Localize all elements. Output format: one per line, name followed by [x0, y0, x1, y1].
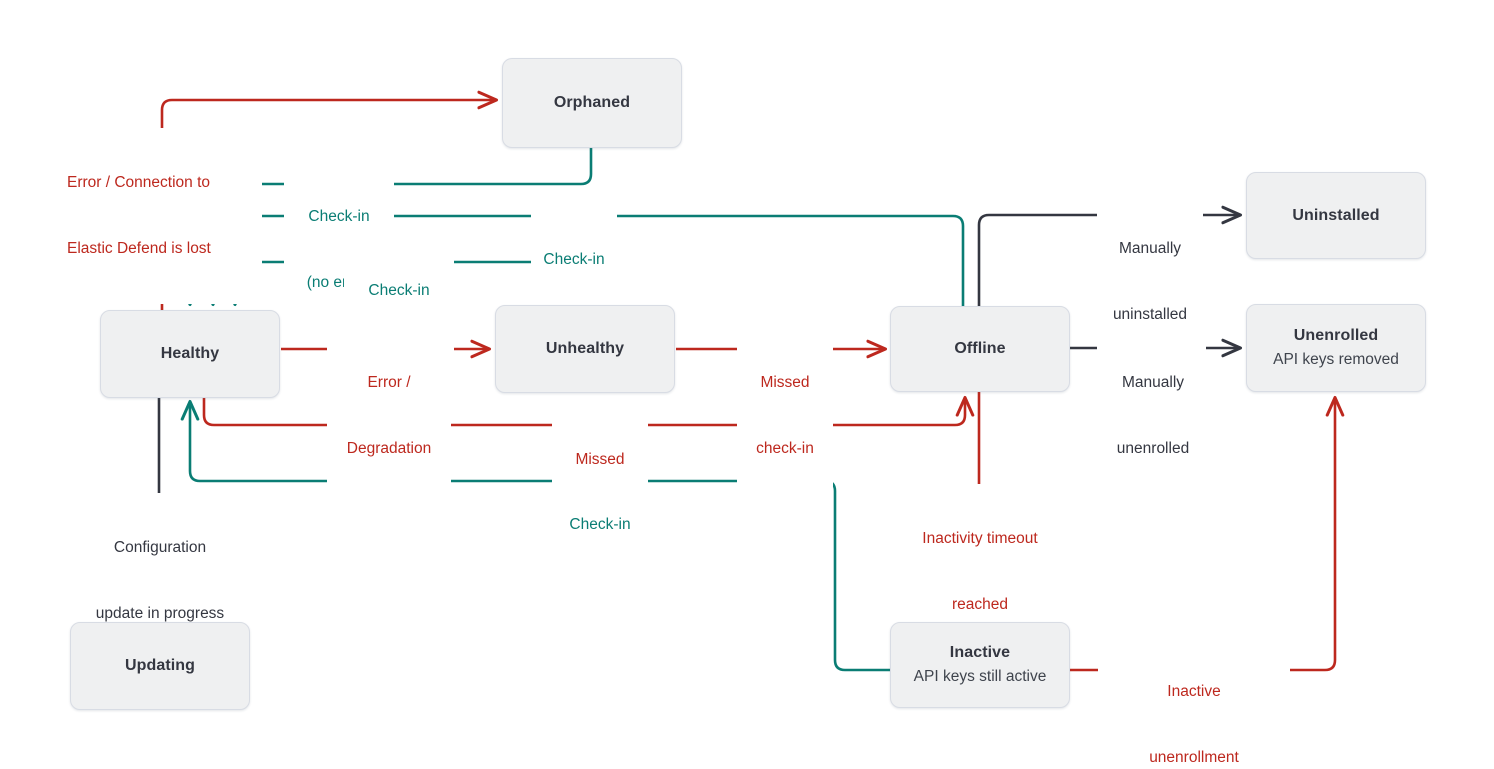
state-node-unhealthy[interactable]: Unhealthy	[495, 305, 675, 393]
edge-label-line: Inactivity timeout	[922, 530, 1038, 547]
state-node-unenrolled[interactable]: Unenrolled API keys removed	[1246, 304, 1426, 392]
state-node-healthy[interactable]: Healthy	[100, 310, 280, 398]
edge-label-line: Configuration	[113, 539, 207, 556]
edge-healthy-to-orphaned	[160, 90, 499, 310]
edge-label-healthy-to-orphaned: Error / Connection to Elastic Defend is …	[62, 128, 262, 304]
state-node-offline[interactable]: Offline	[890, 306, 1070, 392]
edge-label-line: Check-in	[569, 516, 631, 533]
edge-inactive-to-unenrolled	[1070, 395, 1345, 672]
state-node-title: Updating	[124, 657, 196, 674]
edge-label-offline-to-unenrolled: Manually unenrolled	[1100, 328, 1206, 504]
state-node-updating[interactable]: Updating	[70, 622, 250, 710]
state-node-inactive[interactable]: Inactive API keys still active	[890, 622, 1070, 708]
state-node-title: Offline	[954, 340, 1006, 357]
edge-label-line: Elastic Defend is lost	[67, 240, 211, 257]
state-node-title: Unenrolled	[1293, 326, 1379, 344]
state-node-orphaned[interactable]: Orphaned	[502, 58, 682, 148]
edge-label-inactive-to-unenrolled: Inactive unenrollment timeout reached	[1098, 637, 1290, 769]
edge-label-line: uninstalled	[1112, 306, 1188, 323]
edge-label-line: check-in	[756, 440, 814, 457]
edge-label-inactive-to-healthy: Check-in	[556, 470, 644, 580]
edge-label-line: Missed	[760, 374, 810, 391]
state-node-title: Unhealthy	[545, 340, 625, 357]
edge-label-line: Missed	[575, 451, 625, 468]
edge-label-offline-to-healthy: Check-in	[531, 205, 617, 315]
edge-label-line: Manually	[1121, 374, 1185, 391]
edge-label-line: Manually	[1118, 240, 1182, 257]
state-node-title: Orphaned	[553, 94, 631, 111]
state-node-subtitle: API keys removed	[1273, 350, 1399, 368]
edge-label-line: Error / Connection to	[67, 174, 211, 191]
edge-label-line: Check-in	[543, 251, 605, 268]
state-node-title: Inactive	[949, 643, 1011, 661]
edge-label-line: Error /	[367, 374, 411, 391]
edge-label-line: unenrollment	[1149, 749, 1239, 766]
edge-label-unhealthy-to-offline: Missed check-in	[737, 328, 833, 504]
edge-label-line: update in progress	[95, 605, 225, 622]
edge-label-line: Check-in	[368, 282, 430, 299]
edge-label-line: Degradation	[346, 440, 432, 457]
edge-label-healthy-to-unhealthy: Error / Degradation	[327, 328, 451, 504]
state-node-title: Uninstalled	[1292, 206, 1380, 224]
edge-label-line: Inactive	[1167, 683, 1221, 700]
state-node-title: Healthy	[160, 345, 220, 362]
edge-offline-to-uninstalled	[977, 205, 1243, 306]
edge-label-line: reached	[951, 596, 1008, 613]
state-node-uninstalled[interactable]: Uninstalled	[1246, 172, 1426, 259]
state-node-subtitle: API keys still active	[913, 667, 1047, 685]
edge-label-line: unenrolled	[1116, 440, 1190, 457]
edge-label-line: Check-in	[308, 208, 370, 225]
